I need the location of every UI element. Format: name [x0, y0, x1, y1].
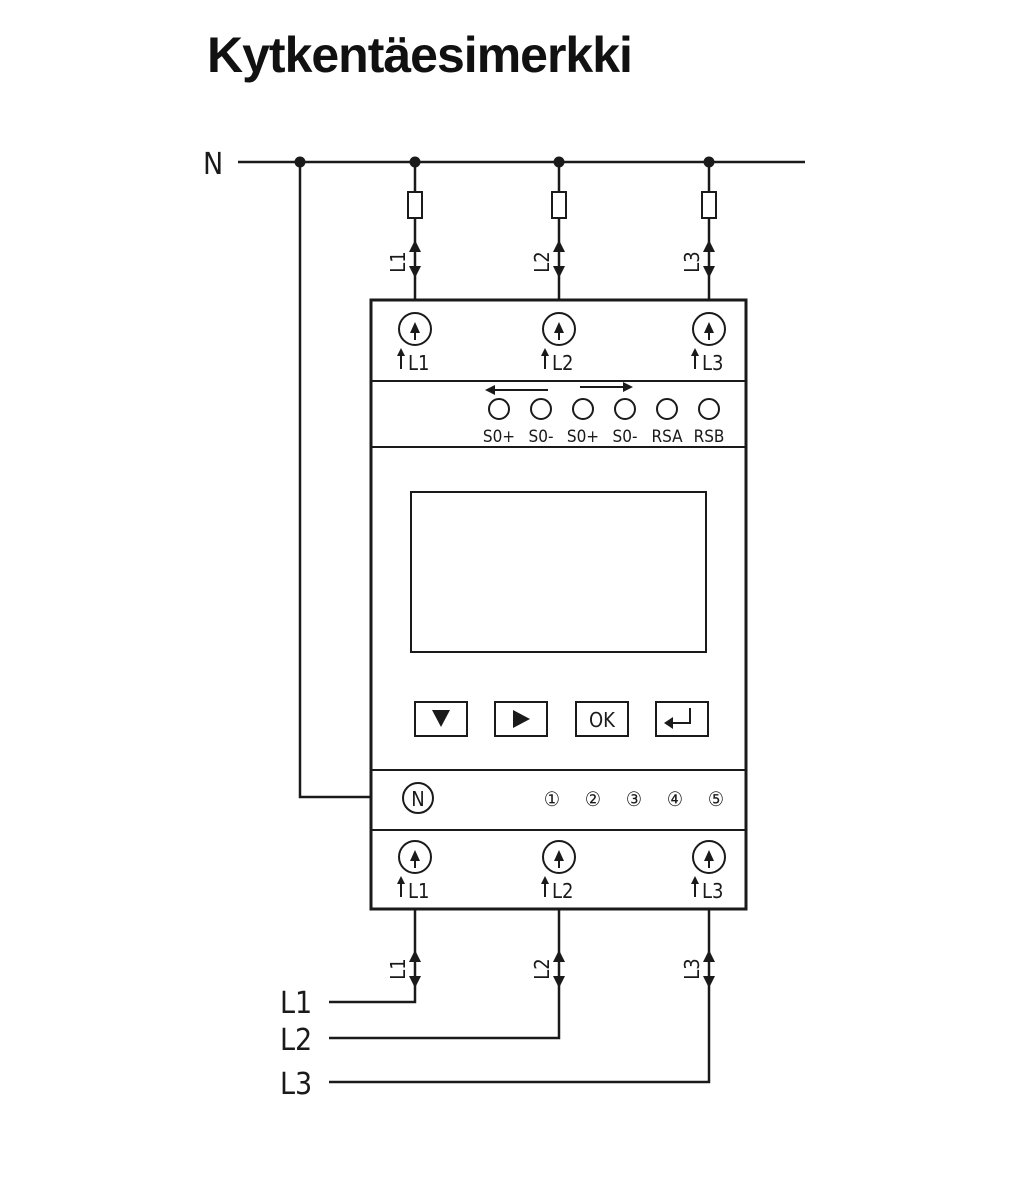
load-branch-1 — [407, 162, 423, 300]
top-terminal-label-2: L2 — [552, 351, 573, 375]
so-terminal-label: S0+ — [483, 427, 515, 447]
feed-wire-1 — [329, 909, 421, 1004]
load-branch-3 — [701, 162, 717, 300]
so-terminal-label: RSB — [694, 427, 725, 447]
aux-terminal: ② — [585, 787, 601, 811]
display-screen — [410, 491, 707, 653]
bottom-terminal-l3 — [691, 840, 726, 897]
bottom-phase-label-2: L2 — [530, 958, 554, 979]
top-terminal-l1 — [397, 312, 432, 369]
so-terminal-label: S0- — [529, 427, 554, 447]
feed-label-3: L3 — [280, 1067, 312, 1102]
neutral-wire — [298, 162, 399, 799]
enter-button[interactable] — [655, 701, 709, 737]
load-branch-2 — [551, 162, 567, 300]
aux-terminal: ④ — [667, 787, 683, 811]
so-terminal-label: RSA — [651, 427, 683, 447]
ok-button-label: OK — [589, 708, 616, 732]
triangle-right-icon — [513, 710, 530, 728]
top-terminal-label-1: L1 — [408, 351, 429, 375]
meter-body — [369, 298, 748, 911]
feed-wire-3 — [329, 909, 715, 1084]
top-phase-label-3: L3 — [680, 251, 704, 272]
neutral-label: N — [203, 147, 223, 182]
bottom-terminal-l1 — [397, 840, 432, 897]
bottom-terminal-label-3: L3 — [702, 879, 723, 903]
feed-label-2: L2 — [280, 1023, 312, 1058]
triangle-down-icon — [432, 710, 450, 727]
bottom-terminal-l2 — [541, 840, 576, 897]
enter-arrow-icon — [664, 708, 691, 729]
top-terminal-label-3: L3 — [702, 351, 723, 375]
bottom-terminal-label-2: L2 — [552, 879, 573, 903]
bottom-phase-label-1: L1 — [386, 958, 410, 979]
bottom-phase-label-3: L3 — [680, 958, 704, 979]
aux-terminal: ③ — [626, 787, 642, 811]
diagram-title: Kytkentäesimerkki — [207, 27, 633, 83]
feed-wire-2 — [329, 909, 565, 1040]
down-button[interactable] — [414, 701, 468, 737]
top-terminal-l2 — [541, 312, 576, 369]
bottom-terminal-label-1: L1 — [408, 879, 429, 903]
so-terminal-label: S0- — [613, 427, 638, 447]
neutral-terminal — [402, 782, 434, 814]
so-terminal-circles — [488, 398, 720, 420]
neutral-terminal-label: N — [411, 787, 424, 811]
feed-label-1: L1 — [280, 986, 312, 1021]
top-terminal-l3 — [691, 312, 726, 369]
pulse-direction-arrows — [485, 382, 633, 395]
aux-terminal: ⑤ — [708, 787, 724, 811]
ok-button[interactable]: OK — [575, 701, 629, 737]
so-terminal-label: S0+ — [567, 427, 599, 447]
top-phase-label-1: L1 — [386, 251, 410, 272]
aux-terminal: ① — [544, 787, 560, 811]
top-phase-label-2: L2 — [530, 251, 554, 272]
right-button[interactable] — [494, 701, 548, 737]
